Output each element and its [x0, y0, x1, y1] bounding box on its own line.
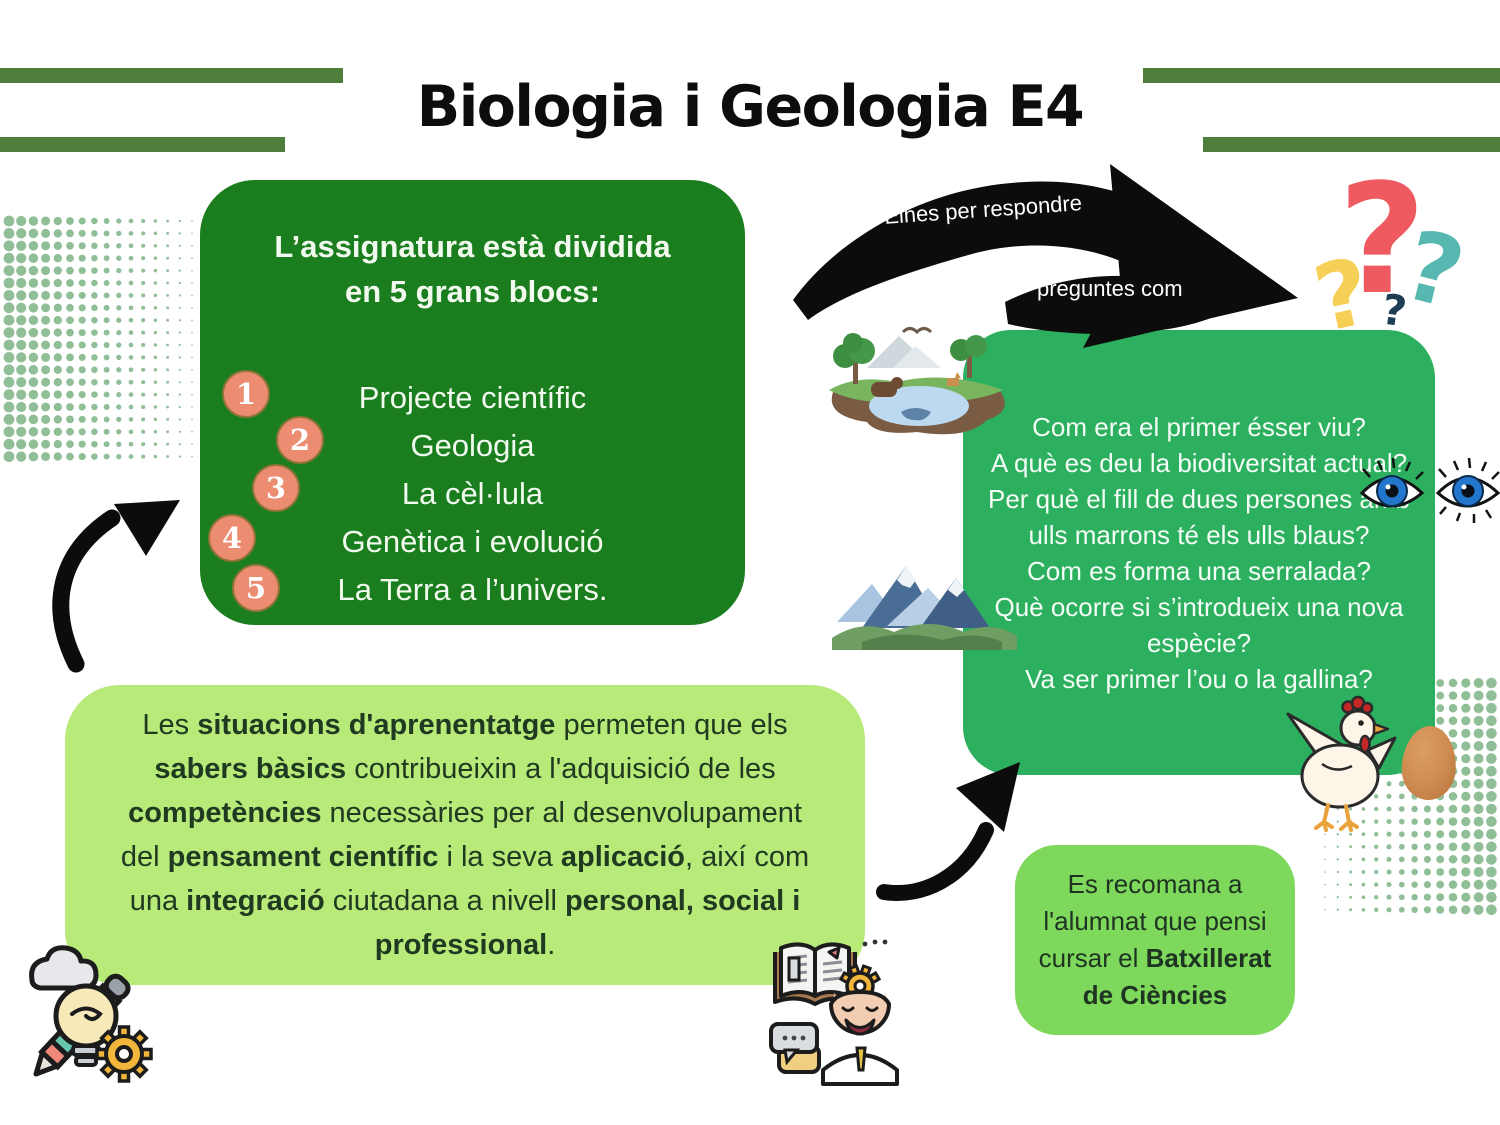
top-left-bar-2: [0, 137, 285, 152]
top-left-bar-1: [0, 68, 343, 83]
item-number-badge: 4: [208, 514, 256, 562]
curved-arrow-to-questions: [793, 164, 1298, 348]
plain-text: i la seva: [438, 841, 561, 873]
question-mark-red-icon: ?: [1338, 151, 1427, 328]
subject-block-item: 3 La cèl·lula: [200, 464, 745, 518]
subject-blocks-heading: L’assignatura està dividida en 5 grans b…: [200, 180, 745, 314]
subject-block-item: 2 Geologia: [200, 416, 745, 470]
item-label: Geologia: [410, 428, 535, 463]
chicken-illustration: [1286, 695, 1397, 832]
item-number-badge: 1: [222, 370, 270, 418]
question-line: A què es deu la biodiversitat actual?: [990, 447, 1408, 478]
item-label: Projecte científic: [358, 380, 587, 415]
plain-text: contribueixin a l'adquisició de les: [346, 753, 776, 785]
mountain-range-illustration: [832, 566, 1017, 650]
subject-blocks-panel: L’assignatura està dividida en 5 grans b…: [200, 180, 745, 625]
arrow-caption-bottom: preguntes com: [1037, 276, 1183, 301]
emphasis-text: aplicació: [560, 841, 686, 873]
questions-list: Com era el primer ésser viu? A què es deu…: [963, 399, 1435, 707]
item-label: La cèl·lula: [401, 476, 544, 511]
question-line: Com es forma una serralada?: [1027, 555, 1371, 586]
plain-text: permeten que els: [555, 709, 788, 741]
item-label: La Terra a l’univers.: [337, 572, 608, 607]
heading-line-1: L’assignatura està dividida: [274, 229, 671, 264]
question-line: Què ocorre si s’introdueix una nova espè…: [994, 591, 1404, 658]
heading-line-2: en 5 grans blocs:: [345, 274, 600, 309]
idea-lightbulb-pencil-gear-icon: [29, 945, 153, 1083]
questions-panel: Com era el primer ésser viu? A què es deu…: [963, 330, 1435, 775]
curved-arrow-to-questions-lower: [876, 762, 1020, 901]
emphasis-text: competències: [128, 797, 322, 829]
plain-text: Es recomana a l'alumnat que pensi cursar…: [1038, 869, 1267, 973]
question-line: Per què el fill de dues persones amb ull…: [987, 483, 1411, 550]
recommendation-panel: Es recomana a l'alumnat que pensi cursar…: [1015, 845, 1295, 1035]
top-right-bar-2: [1203, 137, 1500, 152]
emphasis-text: situacions d'aprenentatge: [197, 709, 556, 741]
emphasis-text: personal, social i professional: [374, 885, 801, 961]
book-thinking-person-icon: [769, 939, 899, 1086]
subject-block-item: 4 Genètica i evolució: [200, 514, 745, 566]
curved-arrow-to-blocks: [52, 500, 180, 673]
plain-text: necessàries per al desenvolupament del: [120, 797, 802, 873]
emphasis-text: pensament científic: [167, 841, 439, 873]
question-line: Com era el primer ésser viu?: [1032, 411, 1366, 442]
page-title: Biologia i Geologia E4: [416, 74, 1085, 140]
question-line: Va ser primer l’ou o la gallina?: [1025, 663, 1373, 694]
plain-text: , així com una: [129, 841, 810, 917]
learning-panel: Les situacions d'aprenentatge permeten q…: [65, 685, 865, 985]
plain-text: ciutadana a nivell: [324, 885, 565, 917]
learning-text: Les situacions d'aprenentatge permeten q…: [65, 685, 865, 985]
subject-block-item: 1 Projecte científic: [200, 370, 745, 422]
item-label: Genètica i evolució: [341, 524, 604, 559]
item-number-badge: 3: [252, 464, 300, 512]
recommendation-text: Es recomana a l'alumnat que pensi cursar…: [1015, 860, 1295, 1020]
subject-blocks-list: 1 Projecte científic 2 Geologia 3 La cèl·lula…: [200, 370, 745, 614]
blue-eyes-illustration: [1359, 457, 1500, 523]
emphasis-text: integració: [186, 885, 325, 917]
plain-text: Les: [142, 709, 198, 741]
subject-block-item: 5 La Terra a l’univers.: [200, 564, 745, 614]
item-number-badge: 5: [232, 564, 280, 612]
emphasis-text: Batxillerat de Ciències: [1082, 943, 1272, 1010]
top-right-bar-1: [1143, 68, 1500, 83]
plain-text: .: [547, 929, 556, 961]
emphasis-text: sabers bàsics: [154, 753, 347, 785]
dots-pattern-left: [3, 215, 193, 462]
item-number-badge: 2: [276, 416, 324, 464]
ecosystem-island-illustration: [829, 327, 1005, 435]
